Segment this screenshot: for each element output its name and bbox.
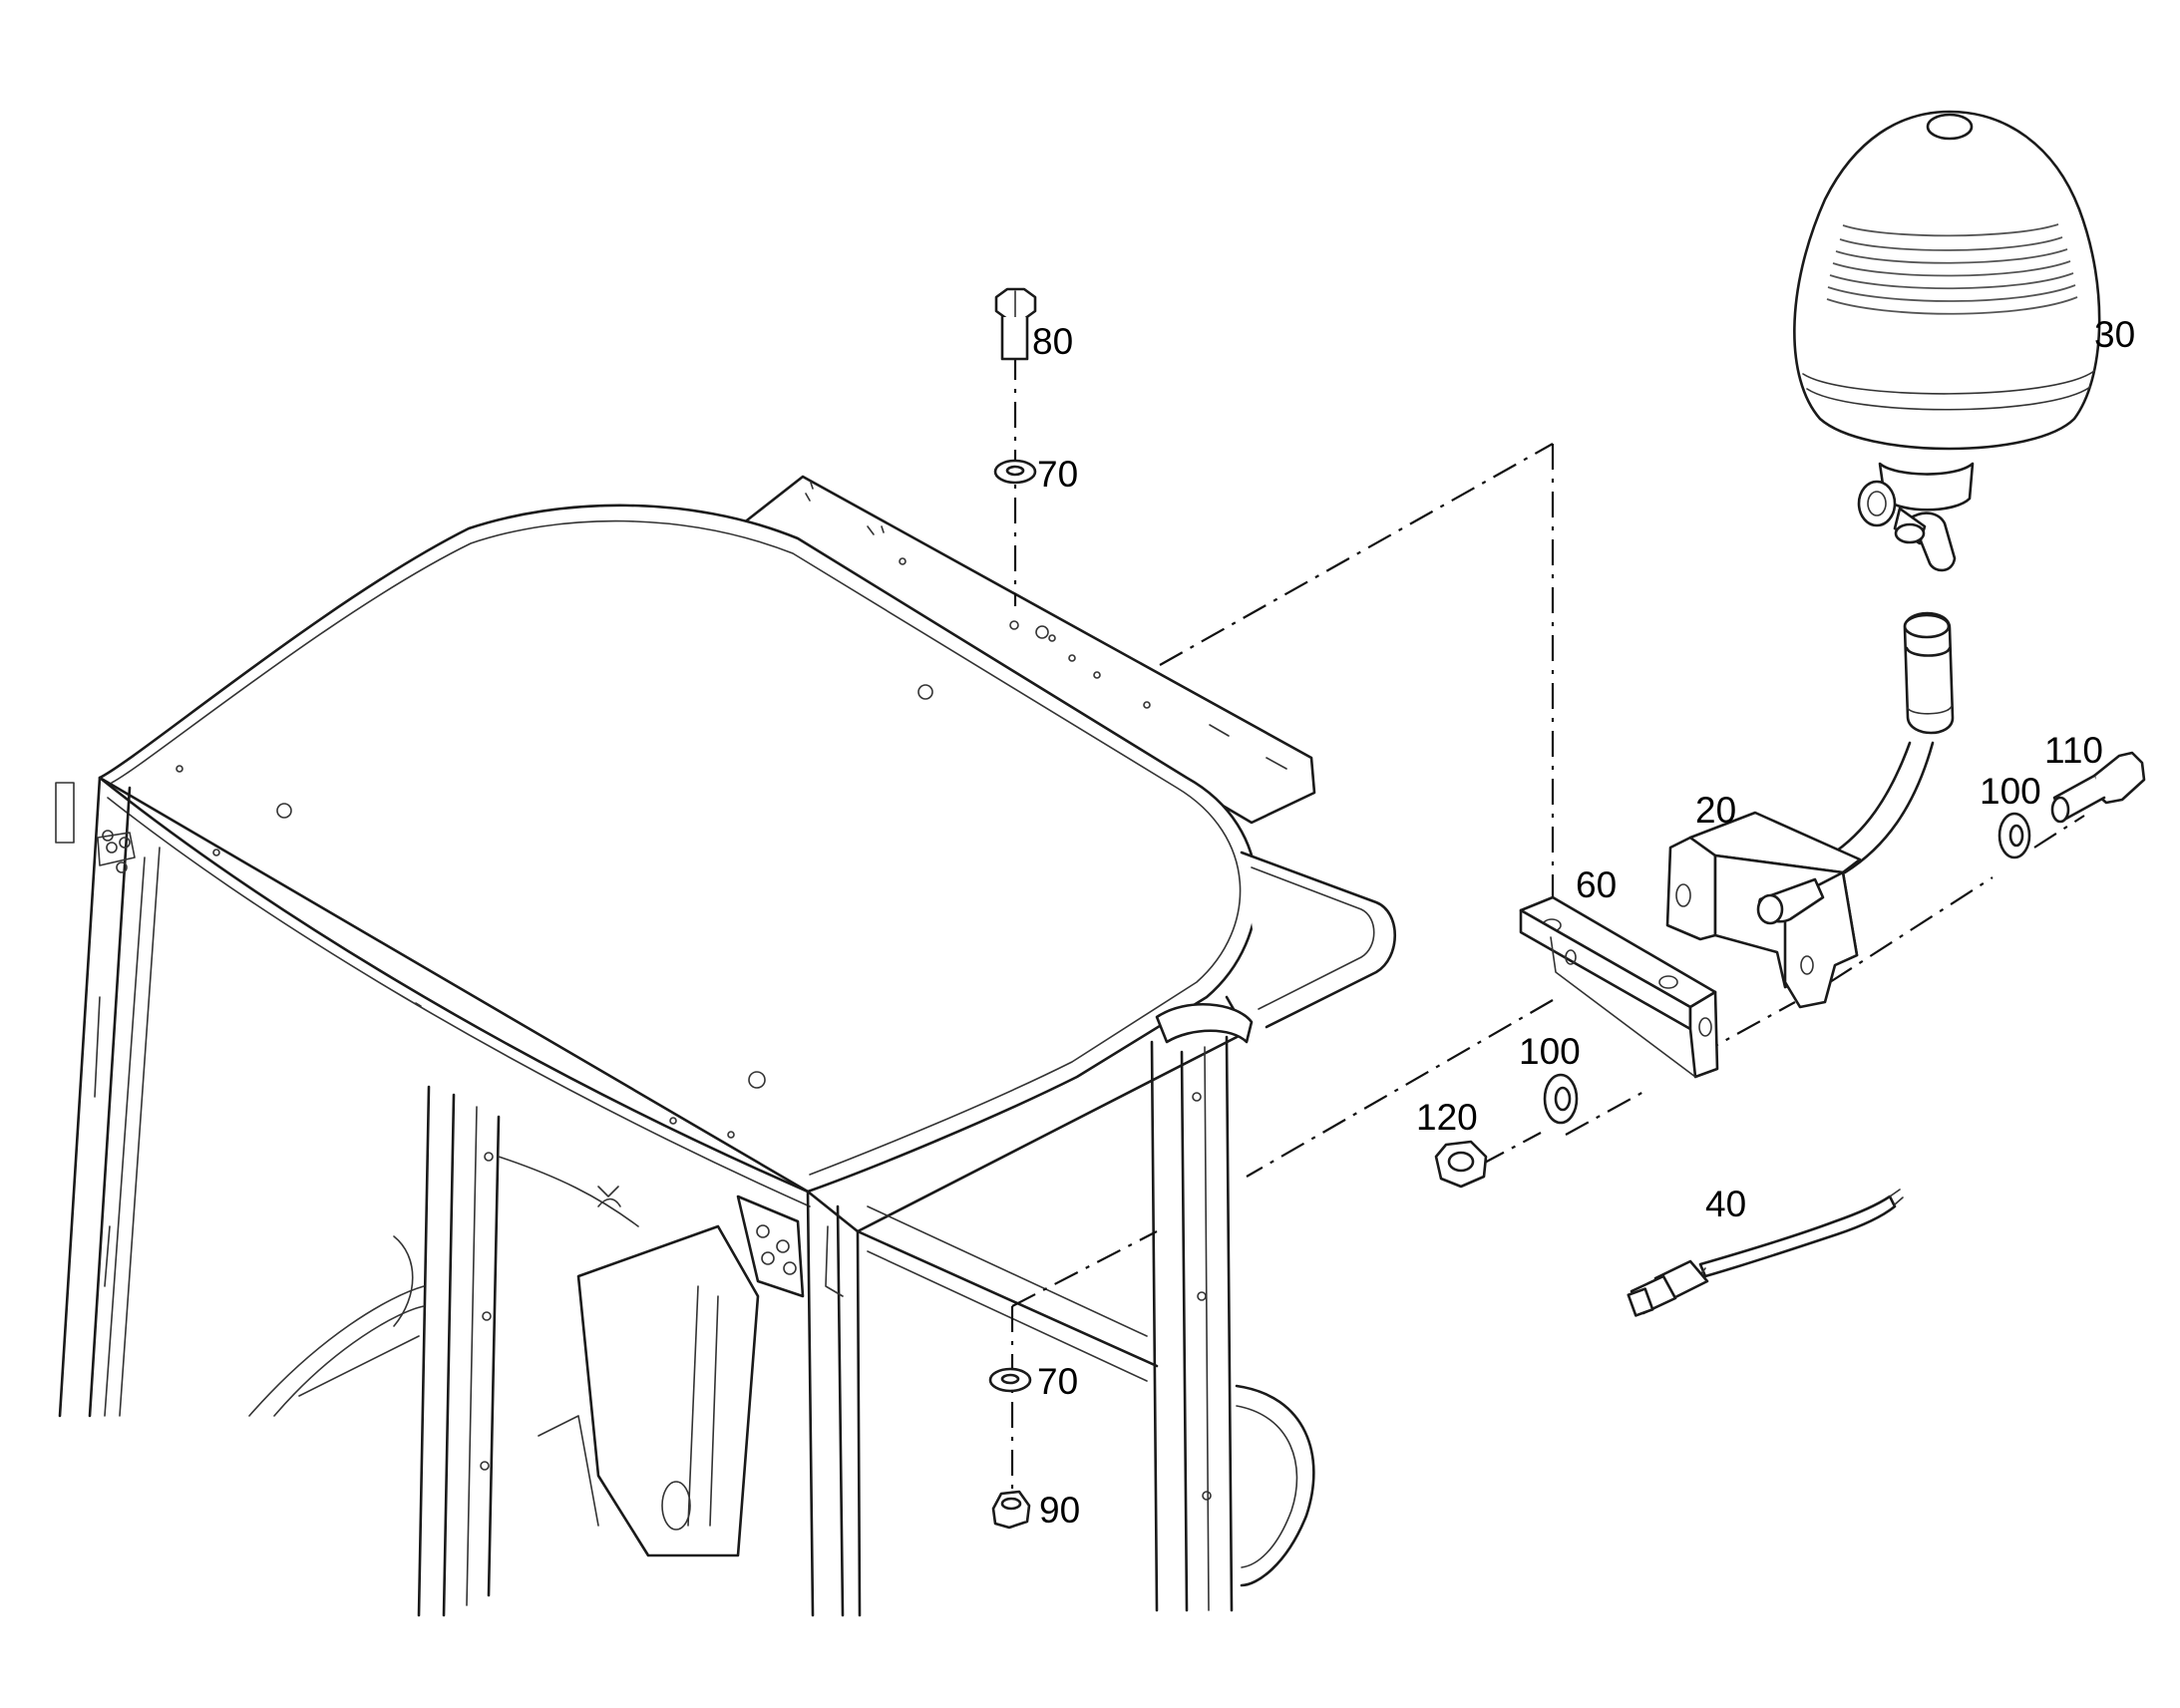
callout-100-left: 100 [1519,1031,1581,1072]
nut-120 [1434,1140,1488,1189]
callout-20: 20 [1695,790,1736,831]
cable-40 [1627,1189,1904,1317]
cab-frame [55,475,1396,1617]
callout-labels: 80 70 30 110 100 20 60 100 120 40 70 90 [1032,314,2135,1531]
beacon-lamp-30 [1793,110,2101,572]
bolt-110 [2050,751,2146,824]
callout-80: 80 [1032,321,1073,362]
washer-100-right [1998,812,2031,859]
washer-70-top [993,459,1037,485]
callout-90: 90 [1039,1490,1080,1531]
callout-70-top: 70 [1037,454,1078,495]
callout-100-right: 100 [1980,771,2041,812]
callout-40: 40 [1705,1184,1746,1224]
mounting-bracket-20 [1665,611,1955,1009]
callout-60: 60 [1576,864,1617,905]
assembly-lines [1010,354,2085,1496]
washer-70-bottom [988,1367,1032,1393]
washer-100-left [1543,1073,1579,1125]
angle-bracket-60 [1519,895,1719,1079]
hex-bolt-80 [994,287,1037,361]
callout-120: 120 [1416,1097,1478,1138]
callout-70-bottom: 70 [1037,1361,1078,1402]
callout-30: 30 [2094,314,2135,355]
nut-90 [991,1490,1031,1530]
callout-110: 110 [2044,730,2103,771]
